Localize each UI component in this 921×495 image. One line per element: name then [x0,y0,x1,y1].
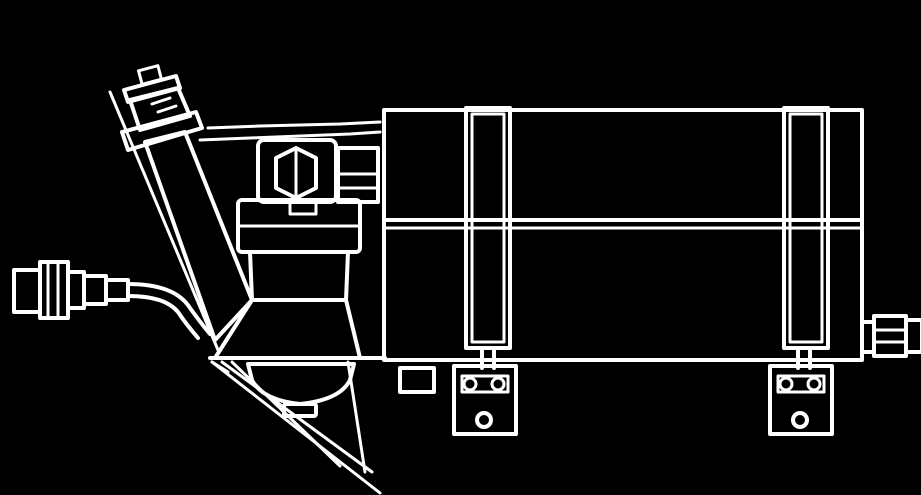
outlet-connector [860,314,921,358]
hex-fitting [256,138,380,216]
fuel-pump [208,138,387,418]
filter-bowl [246,362,356,418]
mounting-strap [464,106,830,350]
inlet-connector [12,260,212,340]
filler-neck [120,64,254,342]
mounting-bracket [452,346,834,436]
